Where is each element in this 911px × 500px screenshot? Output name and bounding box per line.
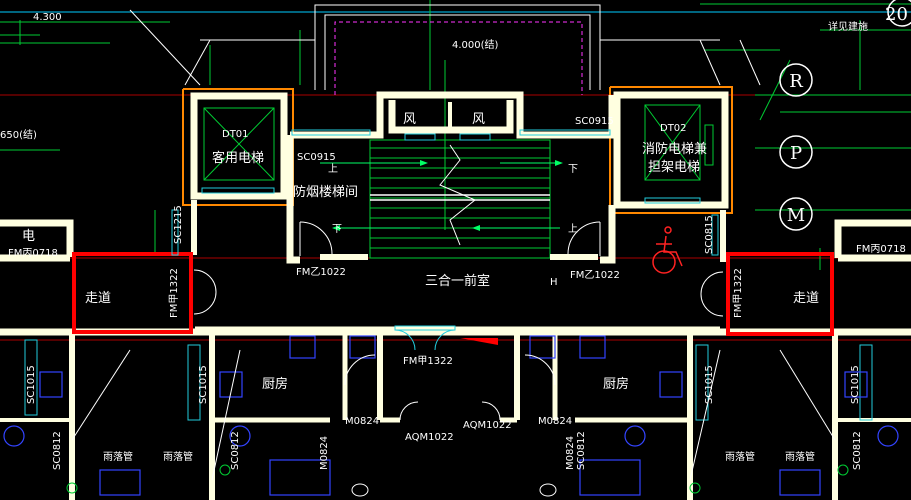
fixtures bbox=[3, 335, 899, 497]
code-fmjia-center: FM甲1322 bbox=[403, 356, 453, 367]
axis-label-m: M bbox=[787, 205, 805, 226]
stair-down-2: 下 bbox=[332, 224, 342, 235]
rainpipe-label-3: 雨落管 bbox=[725, 450, 755, 463]
corridor-right-label: 走道 bbox=[793, 291, 819, 306]
code-m0824-v1: M0824 bbox=[319, 436, 330, 470]
code-m0824-v2: M0824 bbox=[565, 436, 576, 470]
code-sc0812-b: SC0812 bbox=[230, 431, 241, 470]
vent-right: 风 bbox=[472, 112, 485, 127]
stair bbox=[320, 133, 563, 259]
code-fmjia-right: FM甲1322 bbox=[733, 268, 744, 318]
stair-name: 防烟楼梯间 bbox=[293, 184, 358, 200]
stair-down-1: 下 bbox=[568, 164, 578, 175]
elevator1-name: 客用电梯 bbox=[212, 150, 264, 166]
elevator2-name-line1: 消防电梯兼 bbox=[642, 141, 707, 157]
code-m0824-right: M0824 bbox=[538, 416, 572, 427]
elevator-shafts bbox=[201, 104, 714, 204]
elevator1-code: DT01 bbox=[222, 129, 249, 140]
code-m0824-left: M0824 bbox=[345, 416, 379, 427]
reference-lines bbox=[0, 0, 911, 341]
elevation-roof: 4.000(结) bbox=[452, 38, 499, 51]
code-fmjia-left: FM甲1322 bbox=[169, 268, 180, 318]
code-sc0812-d: SC0812 bbox=[852, 431, 863, 470]
kitchen-right-label: 厨房 bbox=[603, 376, 629, 392]
code-sc1015-d: SC1015 bbox=[850, 365, 861, 404]
stair-up-1: 上 bbox=[328, 163, 338, 175]
rainpipe-label-4: 雨落管 bbox=[785, 450, 815, 463]
code-sc0812-a: SC0812 bbox=[52, 431, 63, 470]
code-sc1015-a: SC1015 bbox=[26, 365, 37, 404]
kitchen-left-label: 厨房 bbox=[262, 376, 288, 392]
walls bbox=[0, 86, 911, 500]
code-aqm-right: AQM1022 bbox=[463, 420, 512, 431]
highlight-box-left bbox=[72, 252, 193, 334]
elevator2-name-line2: 担架电梯 bbox=[648, 160, 700, 175]
vent-left: 风 bbox=[403, 112, 416, 127]
h-mark: H bbox=[550, 277, 558, 288]
lobby-label: 三合一前室 bbox=[425, 273, 490, 289]
top-right-fragment: 20 bbox=[885, 4, 908, 25]
code-sc1215: SC1215 bbox=[173, 205, 184, 244]
code-fmbing-right: FM丙0718 bbox=[856, 244, 906, 255]
roof-outline bbox=[200, 4, 720, 95]
axis-bubbles: R P M bbox=[779, 0, 911, 231]
note-top-right: 详见建施 bbox=[828, 20, 868, 33]
code-fmbing-left: FM丙0718 bbox=[8, 248, 58, 259]
code-aqm-left: AQM1022 bbox=[405, 432, 454, 443]
code-sc1015-c: SC1015 bbox=[704, 365, 715, 404]
code-fmz-left: FM乙1022 bbox=[296, 266, 346, 278]
elevator2-code: DT02 bbox=[660, 123, 687, 134]
wheelchair-icon bbox=[652, 226, 683, 274]
code-sc1015-b: SC1015 bbox=[198, 365, 209, 404]
rainpipe-label-1: 雨落管 bbox=[103, 450, 133, 463]
code-sc0815: SC0815 bbox=[704, 215, 715, 254]
elevation-top-left: 4.300 bbox=[33, 12, 62, 23]
corridor-left-label: 走道 bbox=[85, 291, 111, 306]
windows bbox=[24, 129, 873, 421]
code-sc0915-top: SC0915 bbox=[575, 116, 614, 127]
code-sc0915-left: SC0915 bbox=[297, 152, 336, 163]
elec-room-label: 电 bbox=[22, 229, 35, 244]
axis-label-r: R bbox=[789, 71, 803, 92]
rainpipe-label-2: 雨落管 bbox=[163, 450, 193, 463]
elevation-left: 650(结) bbox=[0, 128, 37, 141]
axis-label-p: P bbox=[790, 143, 802, 164]
stair-up-2: 上 bbox=[568, 223, 578, 235]
code-fmz-right: FM乙1022 bbox=[570, 269, 620, 281]
code-sc0812-c: SC0812 bbox=[576, 431, 587, 470]
labels: 4.300 4.000(结) 650(结) 详见建施 20 DT01 客用电梯 … bbox=[0, 4, 908, 470]
stair-doors bbox=[299, 221, 601, 260]
highlight-box-right bbox=[726, 252, 834, 336]
corridor-doors bbox=[193, 269, 724, 351]
